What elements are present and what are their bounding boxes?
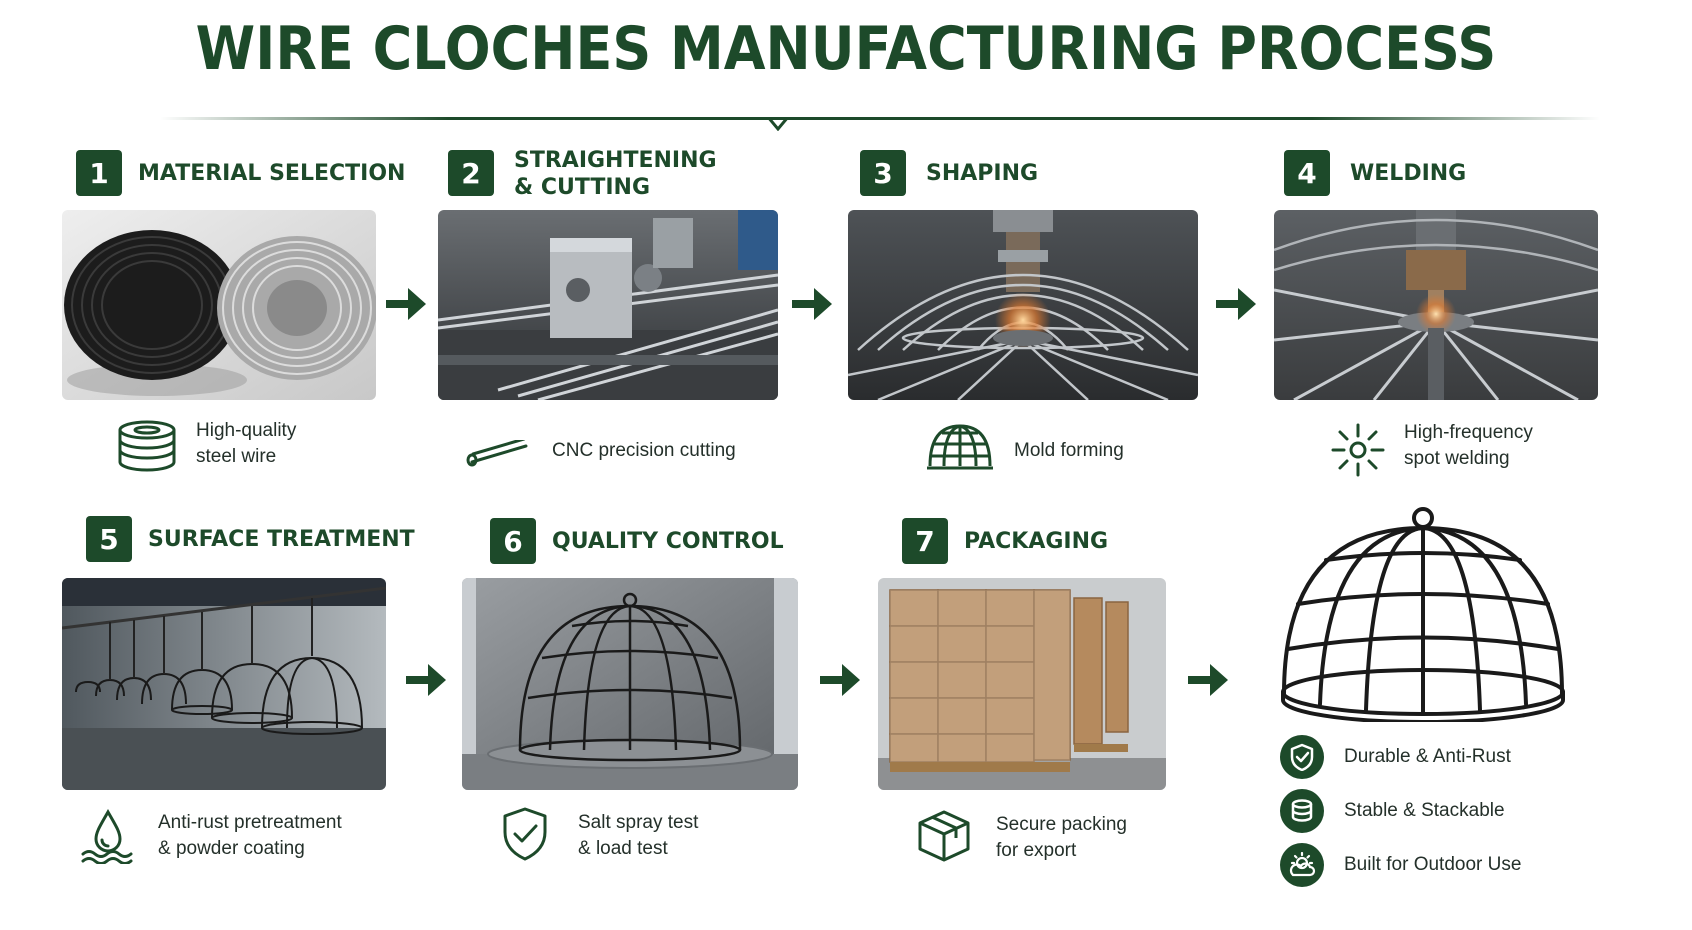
feature-durable: Durable & Anti-Rust <box>1280 734 1511 780</box>
shield-check-icon <box>503 807 547 861</box>
step-title: & CUTTING <box>514 175 651 200</box>
step-caption: Secure packing <box>996 814 1127 835</box>
feature-label: Durable & Anti-Rust <box>1344 746 1511 767</box>
step-caption: High-quality <box>196 420 297 441</box>
step-caption: Anti-rust pretreatment <box>158 812 342 833</box>
step-caption: & powder coating <box>158 838 305 859</box>
step-caption: Mold forming <box>1014 440 1124 461</box>
feature-label: Stable & Stackable <box>1344 800 1505 821</box>
welding-photo <box>1274 210 1598 400</box>
stack-icon <box>1280 789 1324 833</box>
step-number-badge: 2 <box>448 150 494 196</box>
step-caption: & load test <box>578 838 668 859</box>
pallet-packaging-photo <box>878 578 1166 790</box>
step-title: SHAPING <box>926 161 1039 186</box>
spark-icon <box>1331 423 1385 477</box>
step-number-badge: 1 <box>76 150 122 196</box>
cutting-machine-photo <box>438 210 778 400</box>
step-caption: Salt spray test <box>578 812 699 833</box>
sun-cloud-icon <box>1280 843 1324 887</box>
step-caption: for export <box>996 840 1077 861</box>
shaping-press-photo <box>848 210 1198 400</box>
step-number-badge: 6 <box>490 518 536 564</box>
wire-coil-icon <box>118 420 176 472</box>
flow-arrow-icon <box>820 664 860 696</box>
flow-arrow-icon <box>406 664 446 696</box>
flow-arrow-icon <box>1188 664 1228 696</box>
step-title: MATERIAL SELECTION <box>138 161 406 186</box>
dome-mold-icon <box>927 424 993 470</box>
step-caption: steel wire <box>196 446 277 467</box>
step-title: STRAIGHTENING <box>514 148 717 173</box>
flow-arrow-icon <box>1216 288 1256 320</box>
feature-outdoor: Built for Outdoor Use <box>1280 842 1521 888</box>
flow-arrow-icon <box>792 288 832 320</box>
step-caption: spot welding <box>1404 448 1510 469</box>
step-number-badge: 5 <box>86 516 132 562</box>
page-title: WIRE CLOCHES MANUFACTURING PROCESS <box>195 14 1497 84</box>
water-drop-icon <box>81 808 133 864</box>
step-caption: CNC precision cutting <box>552 440 736 461</box>
flow-arrow-icon <box>386 288 426 320</box>
feature-label: Built for Outdoor Use <box>1344 854 1522 875</box>
step-number-badge: 3 <box>860 150 906 196</box>
shield-check-icon <box>1280 735 1324 779</box>
step-title: WELDING <box>1350 161 1467 186</box>
title-divider <box>160 117 1600 120</box>
step-number-badge: 4 <box>1284 150 1330 196</box>
coating-line-photo <box>62 578 386 790</box>
box-icon <box>918 810 970 862</box>
rod-icon <box>466 440 528 467</box>
wire-coils-photo <box>62 210 376 400</box>
step-title: PACKAGING <box>964 529 1109 554</box>
step-title: SURFACE TREATMENT <box>148 527 415 552</box>
divider-notch <box>768 117 788 131</box>
step-title: QUALITY CONTROL <box>552 529 784 554</box>
finished-wire-cloche-illustration <box>1281 507 1565 722</box>
step-number-badge: 7 <box>902 518 948 564</box>
feature-stackable: Stable & Stackable <box>1280 788 1505 834</box>
step-caption: High-frequency <box>1404 422 1533 443</box>
salt-spray-chamber-photo <box>462 578 798 790</box>
